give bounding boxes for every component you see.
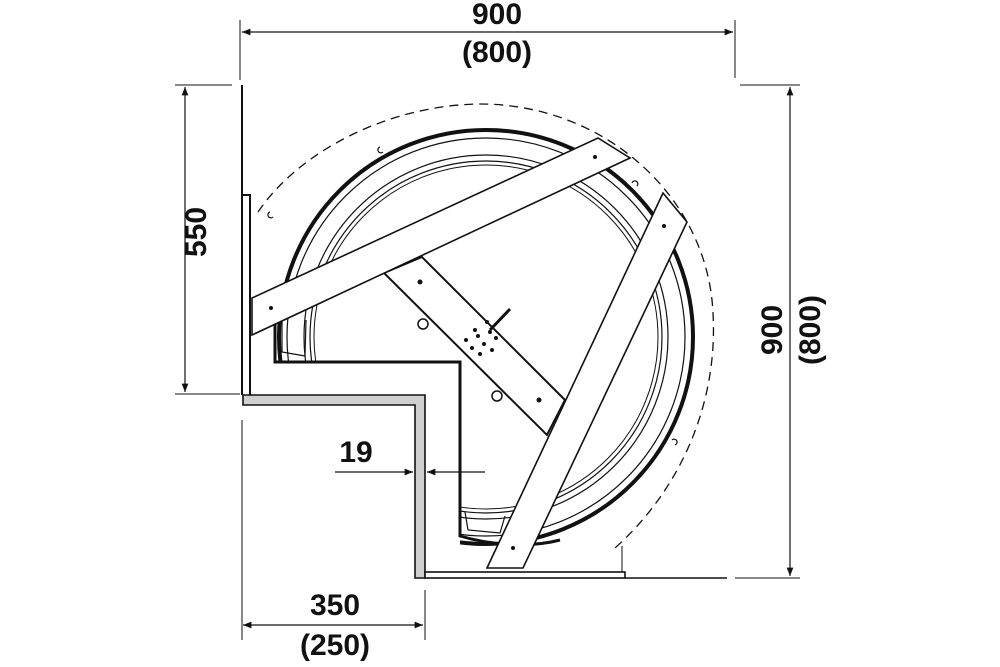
dim-right-value: 900	[756, 305, 789, 355]
crossbar-upper	[251, 137, 632, 337]
dimension-thickness: 19	[335, 436, 485, 476]
tray-lip-left	[281, 319, 307, 357]
base-plinth	[424, 571, 626, 579]
dim-right-alt: (800)	[794, 295, 827, 365]
dim-top-value: 900	[472, 0, 522, 31]
dim-bottom-value: 350	[310, 589, 360, 622]
crossbar-diagonal	[485, 191, 688, 569]
dimension-top: 900 (800)	[239, 0, 736, 80]
bracket-hole-ring	[491, 390, 503, 402]
dimension-right: 900 (800)	[735, 84, 827, 579]
dim-thickness-value: 19	[339, 436, 372, 469]
crossbar-screws	[269, 155, 666, 550]
carousel-tray	[277, 128, 695, 546]
dim-bottom-alt: (250)	[300, 629, 370, 662]
swing-envelope-dashed	[257, 103, 715, 549]
bracket-holes	[417, 279, 542, 403]
shelf-cutout	[250, 300, 460, 600]
shelf-step-outline	[273, 318, 561, 547]
bracket-hole-ring	[417, 318, 429, 330]
dimension-left: 550	[175, 84, 240, 395]
door-panel	[242, 394, 426, 579]
dimension-bottom: 350 (250)	[243, 589, 426, 662]
tray-clips	[267, 146, 678, 446]
tray-lip-bottom	[464, 511, 506, 534]
dim-left-value: 550	[180, 207, 213, 257]
dim-top-alt: (800)	[462, 36, 532, 69]
pivot-pin	[488, 307, 512, 332]
cabinet-side-panel	[242, 194, 251, 395]
